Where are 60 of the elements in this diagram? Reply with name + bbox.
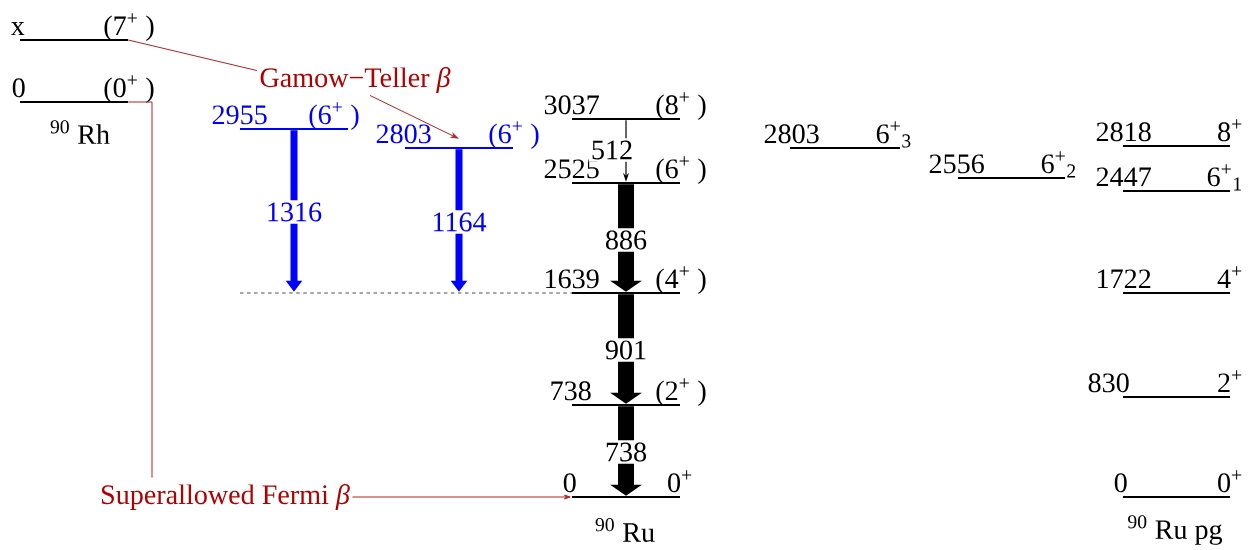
nucleus-label: $^{90}$ Ru pg: [1128, 515, 1223, 545]
energy-level: 2818 8$^{+}$: [1096, 119, 1242, 147]
node-label: (4$^{+}$ ): [656, 266, 706, 294]
energy-level: 0 (0$^{+}$ ): [12, 75, 154, 103]
node-label: 6$^{+}$1: [1207, 164, 1241, 191]
node-label: 2818: [1096, 122, 1151, 142]
energy-level: 2447 6$^{+}$1: [1096, 164, 1241, 192]
node-label: 8$^{+}$: [1218, 119, 1242, 142]
node-label: x: [10, 22, 25, 35]
annotation-label: Gamow−Teller β: [260, 67, 451, 93]
leader-line: [127, 39, 258, 72]
node-label: (6$^{+}$ ): [309, 102, 359, 130]
energy-level: 1639 (4$^{+}$ ): [239, 266, 706, 294]
node-label: 2447: [1096, 167, 1151, 186]
energy-level: 2556 6$^{+}$2: [929, 151, 1076, 179]
node-label: 0: [563, 473, 576, 493]
gamma-energy-label: 1164: [429, 210, 489, 234]
leader-line: [127, 101, 153, 479]
energy-level: 0 0$^{+}$: [1114, 470, 1242, 498]
node-label: 3037: [544, 95, 599, 115]
node-label: 0$^{+}$: [1218, 470, 1242, 493]
gamma-energy-label: 886: [602, 228, 650, 252]
node-label: (7$^{+}$ ): [104, 13, 154, 41]
node-label: 0: [1114, 473, 1127, 493]
node-label: 6$^{+}$2: [1041, 151, 1076, 178]
gamma-energy-label: 1316: [263, 200, 325, 224]
energy-level: x (7$^{+}$ ): [10, 13, 154, 41]
energy-level: 2803 6$^{+}$3: [764, 121, 911, 149]
node-label: 2803: [764, 124, 819, 144]
node-label: 2803: [376, 124, 431, 144]
energy-level: 0 0$^{+}$: [563, 470, 692, 498]
gamma-energy-label: 738: [602, 440, 650, 464]
node-label: 0: [12, 78, 25, 98]
nucleus-label: $^{90}$ Rh: [50, 120, 110, 144]
node-label: 4$^{+}$: [1217, 266, 1242, 289]
gamma-energy-label: 901: [602, 338, 650, 362]
annotation-label: Superallowed Fermi β: [101, 484, 350, 510]
energy-level: 3037 (8$^{+}$ ): [544, 92, 706, 120]
node-label: (2$^{+}$ ): [656, 378, 706, 406]
energy-level: 830 2$^{+}$: [1088, 370, 1242, 398]
node-label: 2556: [929, 154, 984, 174]
node-label: (6$^{+}$ ): [489, 121, 539, 149]
node-label: 0$^{+}$: [668, 470, 692, 493]
energy-level: 2803 (6$^{+}$ ): [376, 121, 539, 149]
node-label: (8$^{+}$ ): [656, 92, 706, 120]
leader-arrow: [352, 494, 571, 500]
leader-arrow: [369, 94, 459, 139]
node-label: 1722: [1098, 269, 1151, 289]
node-label: (0$^{+}$ ): [104, 75, 154, 103]
node-label: 2$^{+}$: [1218, 370, 1242, 393]
nucleus-label: $^{90}$ Ru: [595, 518, 655, 542]
energy-level: 2955 (6$^{+}$ ): [212, 102, 359, 130]
energy-level: 738 (2$^{+}$ ): [551, 378, 706, 406]
node-label: 1639: [546, 269, 599, 289]
node-label: 738: [551, 381, 591, 401]
node-label: 830: [1088, 373, 1129, 393]
energy-level: 1722 4$^{+}$: [1098, 266, 1242, 294]
node-label: 6$^{+}$3: [876, 121, 911, 148]
node-label: 2955: [212, 105, 267, 125]
node-label: (6$^{+}$ ): [656, 156, 706, 184]
